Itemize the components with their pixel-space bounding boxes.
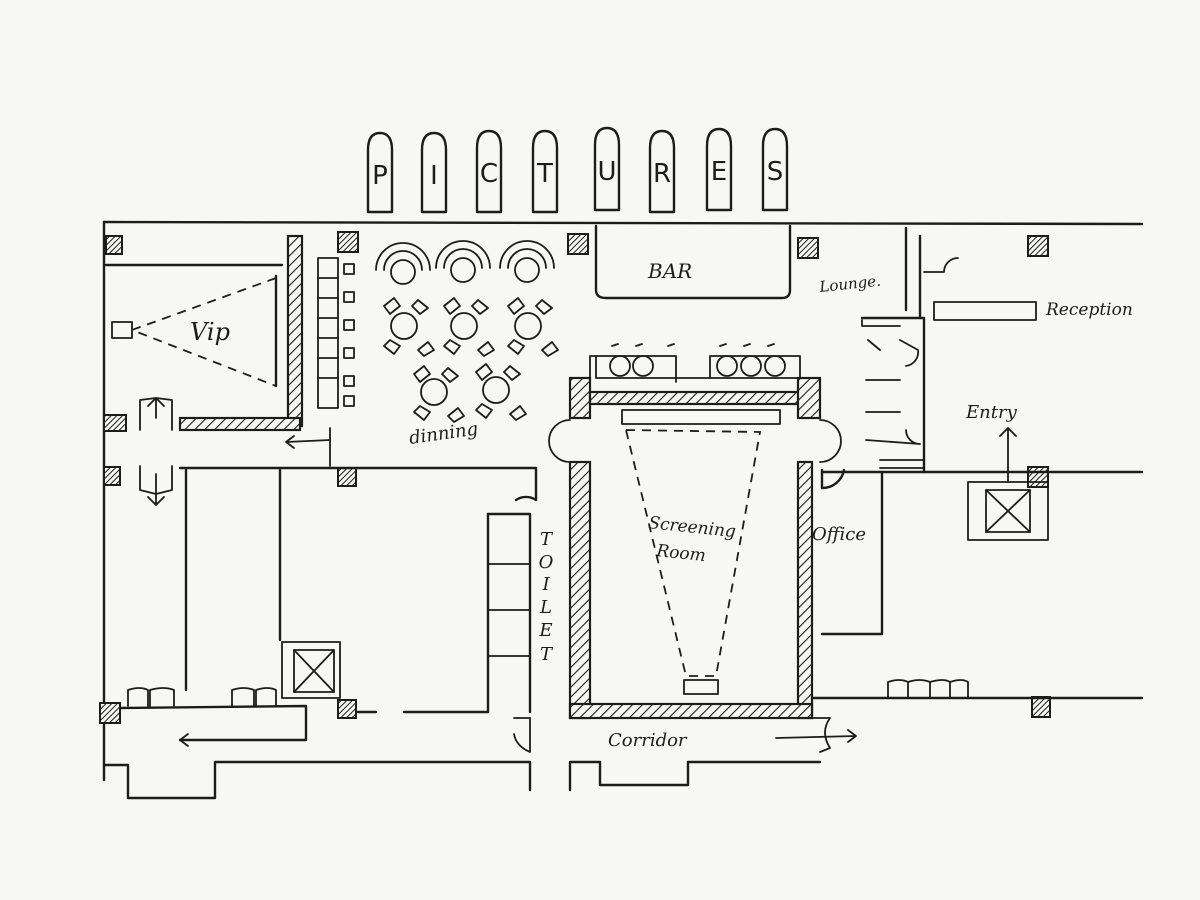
- bar-stools: [589, 343, 801, 383]
- toilet-letter-4: L: [539, 597, 552, 618]
- office: Office: [812, 468, 884, 636]
- dining-label: dinning: [408, 419, 480, 449]
- corridor-label: Corridor: [608, 730, 688, 751]
- entry-label: Entry: [965, 402, 1018, 423]
- screening-room: Screening Room: [548, 376, 842, 720]
- structural-columns: [99, 231, 1051, 724]
- marquee-letter-3: C: [480, 159, 498, 189]
- toilet-letter-2: O: [539, 552, 554, 573]
- marquee-letter-8: S: [767, 157, 784, 187]
- toilet-letter-5: E: [538, 620, 552, 641]
- booth-seats: [375, 240, 555, 285]
- bar-label: BAR: [647, 259, 692, 283]
- lounge-label: Lounge.: [818, 272, 882, 296]
- marquee-letter-2: I: [430, 161, 438, 191]
- screening-label-1: Screening: [647, 513, 736, 542]
- marquee-letter-4: T: [536, 159, 553, 189]
- office-label: Office: [812, 524, 866, 545]
- lounge-reception: Lounge. Reception: [818, 226, 1133, 474]
- marquee-letter-5: U: [597, 157, 616, 187]
- exterior-walls: [102, 220, 1144, 800]
- dining-tables: [383, 297, 559, 423]
- vip-label: Vip: [190, 318, 230, 346]
- entry: Entry: [922, 402, 1144, 541]
- dining-area: dinning: [285, 240, 559, 467]
- pictures-marquee: P I C T U R E S: [366, 126, 789, 214]
- toilet-letter-1: T: [540, 529, 554, 550]
- toilet: T O I L E T: [178, 466, 554, 714]
- corridor: Corridor: [118, 679, 1144, 753]
- reception-label: Reception: [1045, 300, 1133, 320]
- marquee-frames: [366, 126, 789, 214]
- toilet-letter-3: I: [541, 574, 550, 595]
- screening-label-2: Room: [654, 541, 706, 566]
- marquee-letter-1: P: [372, 161, 388, 191]
- elevator-core: [281, 641, 341, 699]
- toilet-letter-6: T: [540, 644, 554, 665]
- vip-room: Vip: [104, 234, 304, 506]
- marquee-letter-6: R: [653, 159, 671, 189]
- bar-counter: BAR: [594, 224, 792, 300]
- marquee-letter-7: E: [711, 157, 727, 187]
